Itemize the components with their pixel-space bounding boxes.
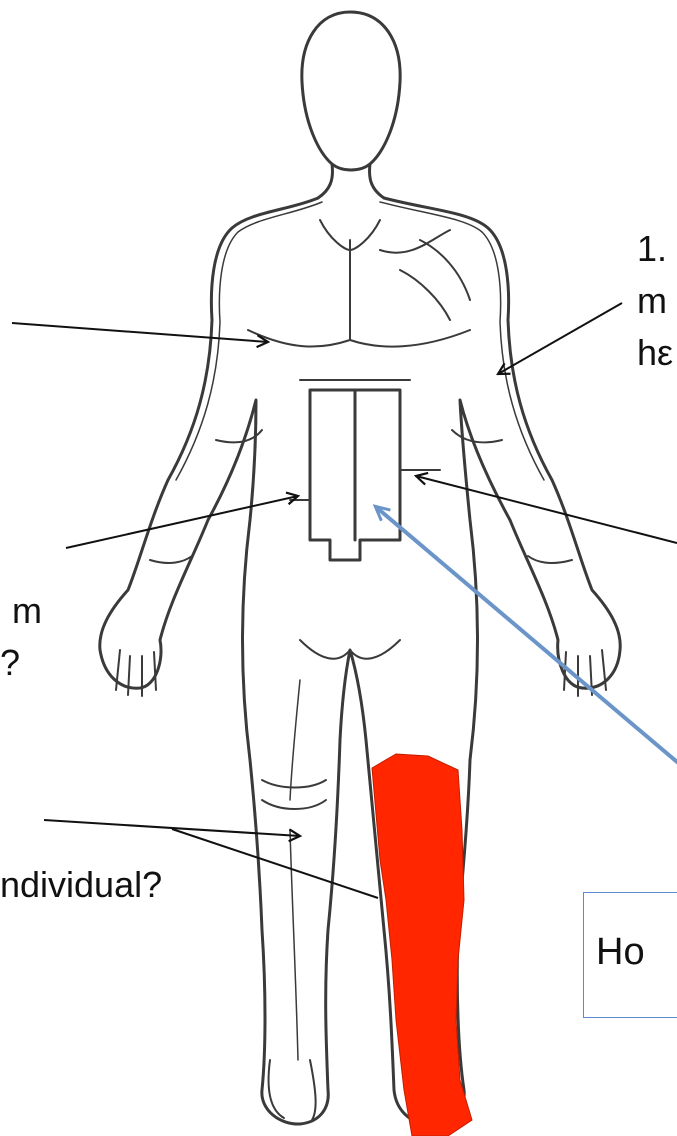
body-outline	[100, 12, 620, 1124]
chest-lines	[248, 220, 470, 347]
head	[302, 12, 400, 170]
arrow-right-abdomen	[416, 476, 677, 543]
label-left-low: ndividual?	[0, 864, 162, 906]
label-left-mid-1: m	[12, 590, 42, 632]
arrow-arm	[498, 303, 622, 374]
arrow-left-abdomen	[66, 496, 298, 548]
callout-box-text: Ho	[596, 931, 645, 974]
label-right-top-2: m	[637, 280, 667, 322]
label-right-top-1: 1.	[637, 228, 667, 270]
left-foot	[269, 1060, 316, 1120]
left-knee	[262, 780, 326, 809]
label-left-mid-2: ?	[0, 642, 20, 684]
body-silhouette	[100, 198, 620, 1124]
highlighted-leg	[372, 754, 472, 1136]
arrow-knee	[44, 820, 300, 836]
blue-arrow	[376, 507, 677, 767]
abdomen-box	[310, 390, 400, 560]
pointer-arrows	[12, 303, 677, 898]
callout-box: Ho	[583, 892, 677, 1018]
label-right-top-3: hε	[637, 332, 673, 374]
arrow-leg-branch	[172, 829, 378, 898]
arrow-chest	[12, 323, 268, 342]
